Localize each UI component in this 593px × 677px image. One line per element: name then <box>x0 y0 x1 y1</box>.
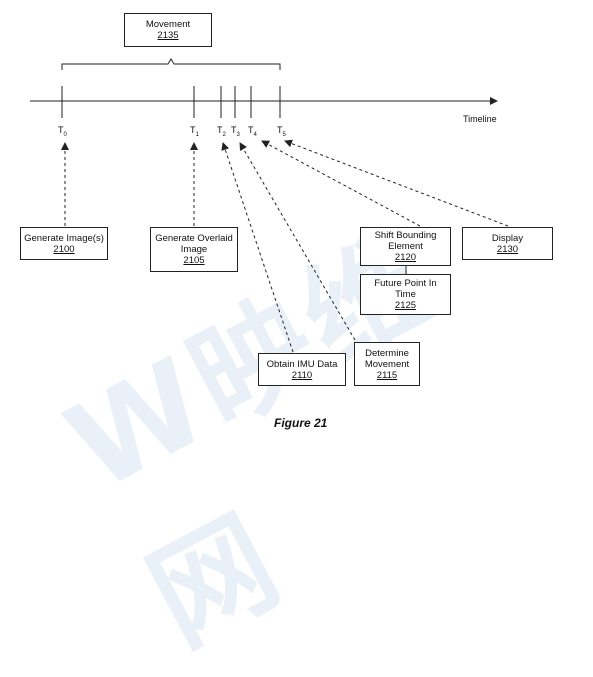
tick-label-t5: T5 <box>277 125 286 138</box>
diagram-lines <box>30 58 509 353</box>
tick-label-t4: T4 <box>248 125 257 138</box>
tick-label-t2: T2 <box>217 125 226 138</box>
movement-label: Movement <box>145 19 191 30</box>
obtain-imu-box: Obtain IMU Data 2110 <box>258 353 346 386</box>
determine-movement-label: Determine Movement <box>364 347 410 370</box>
display-box: Display 2130 <box>462 227 553 260</box>
future-point-ref: 2125 <box>394 300 417 311</box>
generate-overlaid-ref: 2105 <box>183 255 205 266</box>
tick-label-t0: T0 <box>58 125 67 138</box>
timeline-label: Timeline <box>463 114 497 124</box>
figure-caption: Figure 21 <box>274 416 328 430</box>
shift-bounding-ref: 2120 <box>394 252 417 263</box>
shift-bounding-box: Shift Bounding Element 2120 <box>360 227 451 266</box>
arrow-2115 <box>239 142 356 341</box>
generate-image-ref: 2100 <box>53 243 75 255</box>
determine-movement-ref: 2115 <box>376 369 398 381</box>
movement-ref: 2135 <box>157 30 179 41</box>
obtain-imu-ref: 2110 <box>291 369 313 381</box>
generate-image-label: Generate Image(s) <box>24 232 104 244</box>
arrow-2130 <box>284 139 509 227</box>
future-point-box: Future Point In Time 2125 <box>360 274 451 315</box>
generate-overlaid-label: Generate Overlaid Image <box>155 233 233 255</box>
future-point-label: Future Point In Time <box>374 278 437 300</box>
movement-box: Movement 2135 <box>124 13 212 47</box>
display-label: Display <box>491 232 524 244</box>
display-ref: 2130 <box>496 243 519 255</box>
determine-movement-box: Determine Movement 2115 <box>354 342 420 386</box>
generate-image-box: Generate Image(s) 2100 <box>20 227 108 260</box>
shift-bounding-label: Shift Bounding Element <box>374 230 437 252</box>
obtain-imu-label: Obtain IMU Data <box>266 358 338 370</box>
tick-label-t3: T3 <box>231 125 240 138</box>
arrow-2110 <box>221 142 294 353</box>
tick-label-t1: T1 <box>190 125 199 138</box>
arrow-2120 <box>261 140 421 227</box>
generate-overlaid-box: Generate Overlaid Image 2105 <box>150 227 238 272</box>
movement-bracket <box>61 58 281 70</box>
